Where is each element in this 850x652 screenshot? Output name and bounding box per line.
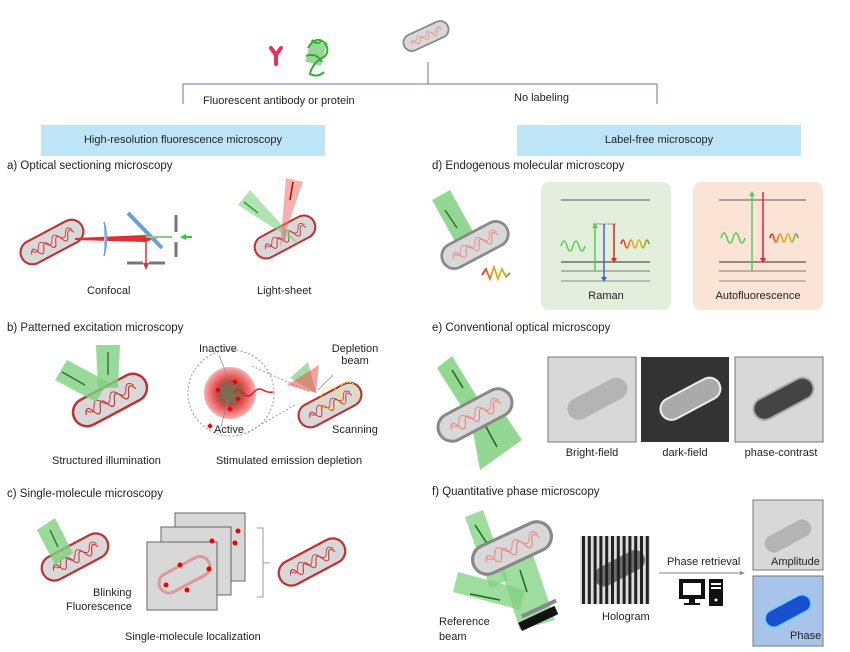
phase-label: Phase (790, 630, 822, 642)
depletion-beam-label: Depletion beam (330, 343, 380, 367)
depletion-beam-line1: Depletion (331, 343, 379, 355)
hologram-fringe (587, 536, 591, 604)
section-e-title: e) Conventional optical microscopy (432, 322, 611, 334)
reference-beam-label-line1: Reference (439, 616, 490, 628)
blinking-label-line1: Blinking (93, 587, 132, 599)
branch-right-label: No labeling (514, 92, 570, 104)
light-sheet-diagram (238, 178, 321, 264)
single-molecule-diagram (36, 512, 351, 611)
sted-label: Stimulated emission depletion (216, 455, 363, 467)
raman-card: Raman (541, 182, 671, 310)
sted-diagram (187, 349, 367, 437)
phase-contrast-label: phase-contrast (744, 447, 818, 459)
depletion-beam-line2: beam (341, 355, 369, 367)
raman-label: Raman (588, 290, 624, 302)
hologram-fringe (593, 536, 597, 604)
blinking-label-line2: Fluorescence (66, 601, 133, 613)
section-d-title: d) Endogenous molecular microscopy (432, 160, 625, 172)
autofluorescence-energy-diagram (719, 191, 806, 282)
phase-image (752, 575, 824, 647)
inactive-label: Inactive (199, 343, 237, 355)
hologram-fringe (582, 536, 585, 604)
single-molecule-localization-label: Single-molecule localization (125, 631, 261, 643)
scanning-label: Scanning (332, 424, 378, 436)
bright-field-label: Bright-field (565, 447, 619, 459)
light-sheet-label: Light-sheet (257, 285, 312, 297)
confocal-label: Confocal (87, 285, 131, 297)
fluorescent-protein-icon (305, 38, 329, 77)
computer-icon (679, 579, 723, 606)
section-c-title: c) Single-molecule microscopy (7, 488, 163, 500)
phase-retrieval-label: Phase retrieval (667, 556, 741, 568)
section-a-title: a) Optical sectioning microscopy (7, 160, 173, 172)
autofluorescence-card: Autofluorescence (693, 182, 823, 310)
left-banner: High-resolution fluorescence microscopy (41, 125, 325, 156)
structured-illumination-label: Structured illumination (52, 455, 161, 467)
branch-lines (182, 62, 658, 104)
section-f-title: f) Quantitative phase microscopy (432, 486, 600, 498)
raman-energy-diagram (560, 199, 650, 282)
structured-illumination-diagram (55, 345, 154, 433)
hologram-fringe (640, 536, 643, 604)
section-b-title: b) Patterned excitation microscopy (7, 322, 184, 334)
antibody-icon (269, 46, 283, 66)
confocal-diagram (15, 211, 192, 270)
dark-field-label: dark-field (662, 447, 708, 459)
endogenous-cell-diagram (432, 190, 515, 282)
autofluorescence-label: Autofluorescence (715, 290, 801, 302)
reference-beam-label-line2: beam (439, 631, 467, 643)
active-label: Active (214, 424, 244, 436)
branch-left-label: Fluorescent antibody or protein (203, 95, 355, 107)
hologram-image (580, 536, 650, 604)
hologram-fringe (645, 536, 649, 604)
hologram-label: Hologram (602, 611, 650, 623)
right-banner: Label-free microscopy (517, 125, 801, 156)
amplitude-label: Amplitude (771, 556, 820, 568)
